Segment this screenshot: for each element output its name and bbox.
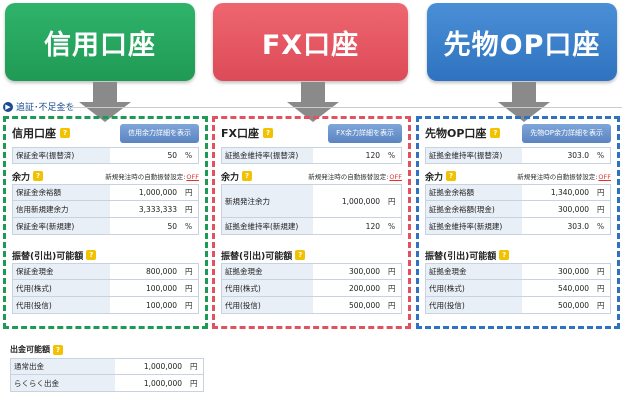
help-icon[interactable]: ? xyxy=(295,250,306,260)
help-icon[interactable]: ? xyxy=(33,171,44,181)
table-row: 証拠金維持率(新規建)120% xyxy=(221,218,402,235)
auto-transfer-toggle[interactable]: OFF xyxy=(598,173,611,181)
down-arrow-icon xyxy=(287,82,339,122)
section-title: 出金可能額 xyxy=(10,345,50,354)
fx-panel: FX口座? FX余力詳細を表示 証拠金維持率(振替済)120% 余力? 新規発注… xyxy=(212,116,411,329)
play-icon: ▶ xyxy=(3,101,13,112)
auto-transfer-setting: 新規発注時の自動振替設定:OFF xyxy=(105,173,199,181)
help-icon[interactable]: ? xyxy=(242,171,253,181)
help-icon[interactable]: ? xyxy=(53,344,63,355)
help-icon[interactable]: ? xyxy=(60,128,70,138)
help-icon[interactable]: ? xyxy=(499,250,510,260)
help-icon[interactable]: ? xyxy=(86,250,97,260)
table-row: 保証金率(振替済)50% xyxy=(12,147,199,164)
panel-title: 信用口座 xyxy=(12,127,56,140)
auto-transfer-setting: 新規発注時の自動振替設定:OFF xyxy=(517,173,611,181)
auto-transfer-toggle[interactable]: OFF xyxy=(389,173,402,181)
table-row: 証拠金維持率(新規建)303.0% xyxy=(425,218,611,235)
help-icon[interactable]: ? xyxy=(446,171,457,181)
panel-title: FX口座 xyxy=(221,127,259,140)
help-icon[interactable]: ? xyxy=(490,128,501,138)
auto-transfer-toggle[interactable]: OFF xyxy=(186,173,199,181)
table-row: 証拠金維持率(振替済)303.0% xyxy=(425,147,611,164)
section-title: 振替(引出)可能額 xyxy=(221,251,293,262)
section-title: 振替(引出)可能額 xyxy=(12,251,84,262)
margin-panel: 信用口座? 信用余力詳細を表示 保証金率(振替済)50% 余力? 新規発注時の自… xyxy=(3,116,208,329)
futures-detail-button[interactable]: 先物OP余力詳細を表示 xyxy=(522,123,611,143)
section-title: 余力 xyxy=(12,172,31,183)
margin-call-link[interactable]: ▶ 追証･不足金を xyxy=(3,100,622,113)
section-title: 振替(引出)可能額 xyxy=(425,251,497,262)
fx-detail-button[interactable]: FX余力詳細を表示 xyxy=(328,123,402,143)
table-row: 保証金率(新規建)50% xyxy=(12,218,199,235)
margin-detail-button[interactable]: 信用余力詳細を表示 xyxy=(120,123,199,143)
fx-account-header: FX口座 xyxy=(213,3,408,81)
down-arrow-icon xyxy=(79,82,131,122)
futures-panel: 先物OP口座? 先物OP余力詳細を表示 証拠金維持率(振替済)303.0% 余力… xyxy=(416,116,620,329)
table-row: 証拠金維持率(振替済)120% xyxy=(221,147,402,164)
down-arrow-icon xyxy=(498,82,550,122)
futures-account-header: 先物OP口座 xyxy=(427,3,617,81)
margin-call-text: 追証･不足金を xyxy=(16,103,75,113)
section-title: 余力 xyxy=(425,172,444,183)
section-title: 余力 xyxy=(221,172,240,183)
help-icon[interactable]: ? xyxy=(263,128,273,138)
panel-title: 先物OP口座 xyxy=(425,127,487,140)
margin-account-header: 信用口座 xyxy=(5,3,195,81)
auto-transfer-setting: 新規発注時の自動振替設定:OFF xyxy=(308,173,402,181)
